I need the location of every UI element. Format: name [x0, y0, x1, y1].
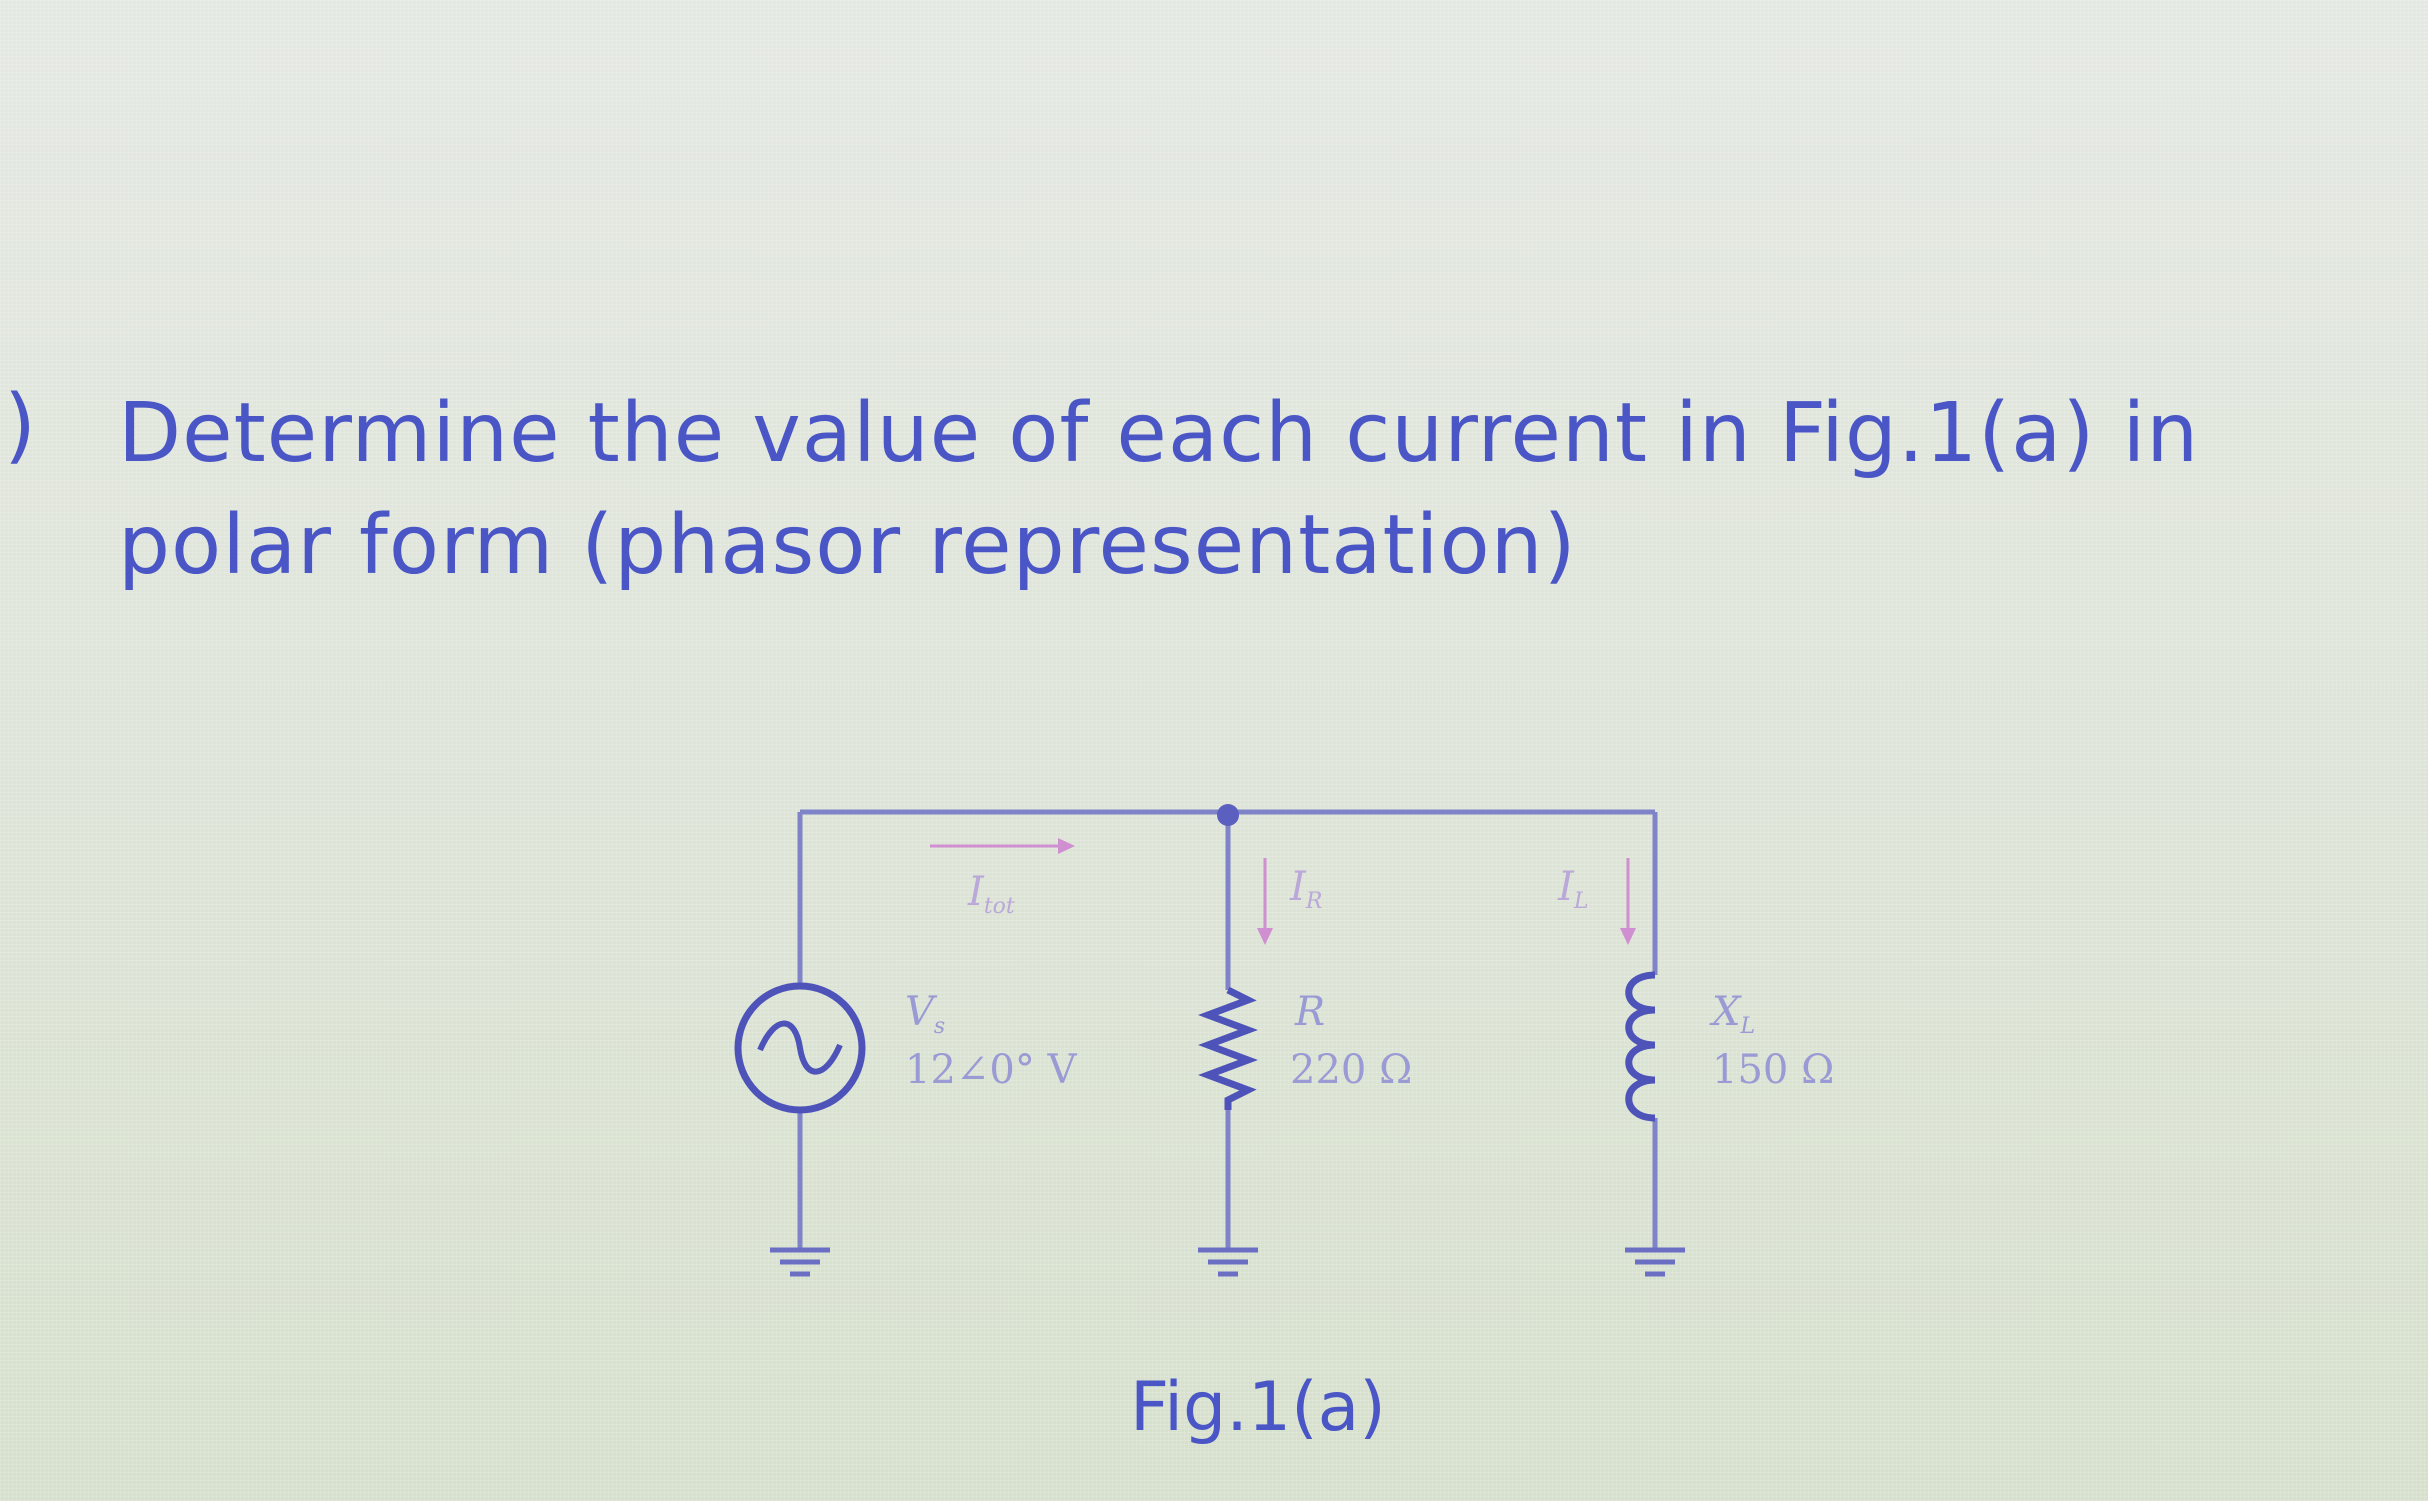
sine-wave-icon [757, 1020, 843, 1075]
label-i-r: IR [1289, 864, 1322, 914]
label-resistor-symbol: R [1294, 989, 1325, 1035]
label-resistor-value: 220 Ω [1290, 1047, 1412, 1093]
arrow-i-r [1257, 858, 1273, 945]
question: ) Determine the value of each current in… [0, 378, 2428, 598]
label-inductor-value: 150 Ω [1712, 1047, 1834, 1093]
figure-caption: Fig.1(a) [1130, 1368, 1386, 1447]
resistor-symbol [1198, 986, 1258, 1110]
arrow-i-l [1620, 858, 1636, 945]
ground-symbol-source [770, 1247, 830, 1277]
junction-node [1217, 804, 1239, 826]
label-source-value: 12∠0° V [905, 1047, 1078, 1093]
label-inductor-symbol: XL [1709, 989, 1755, 1039]
inductor-symbol [1625, 971, 1656, 1122]
arrow-i-tot [930, 838, 1075, 854]
ground-symbol-resistor [1198, 1247, 1258, 1277]
question-text: Determine the value of each current in F… [118, 386, 2200, 593]
label-i-l: IL [1557, 864, 1588, 914]
question-marker: ) [4, 378, 36, 473]
ac-voltage-source [734, 982, 866, 1114]
label-i-tot: Itot [967, 869, 1015, 919]
label-source-symbol: Vs [905, 989, 945, 1039]
ground-symbol-inductor [1625, 1247, 1685, 1277]
